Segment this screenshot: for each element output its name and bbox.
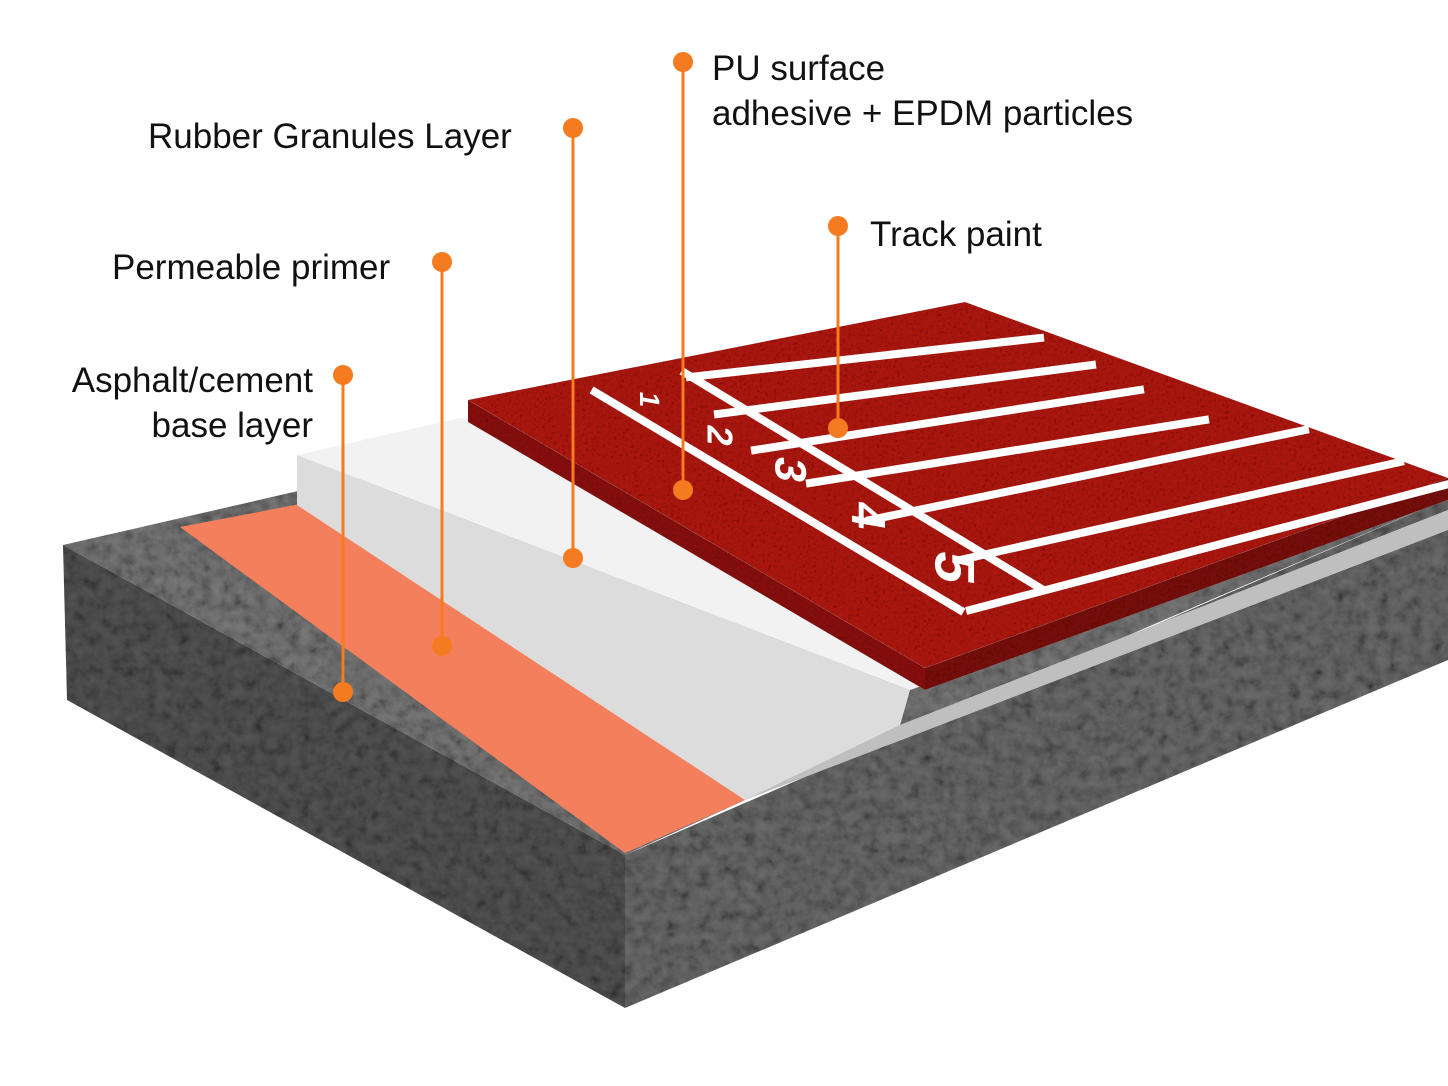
callout-dot [673, 480, 693, 500]
label-base-layer-line2: base layer [151, 406, 313, 445]
label-pu-surface: PU surface adhesive + EPDM particles [712, 46, 1133, 136]
lane-line [713, 360, 1097, 419]
lane-markings [589, 333, 1448, 616]
callout-dot [333, 365, 353, 385]
label-permeable-primer: Permeable primer [112, 248, 391, 287]
start-box-line [589, 386, 966, 616]
callout-dot [673, 52, 693, 72]
callout-rubber-granules [563, 118, 583, 568]
callout-track-paint [828, 216, 848, 438]
label-track-paint: Track paint [870, 215, 1042, 254]
label-pu-surface-line1: PU surface [712, 49, 886, 88]
lane-number-1: 1 [634, 389, 666, 410]
callout-dot [828, 216, 848, 236]
callout-base-layer [333, 365, 353, 702]
callout-dot [333, 682, 353, 702]
callout-dot [432, 252, 452, 272]
lane-line [750, 385, 1145, 455]
callout-dot [563, 118, 583, 138]
track-side [925, 478, 1448, 690]
lane-line [955, 457, 1405, 565]
permeable-primer-strip [180, 504, 745, 853]
lane-line [805, 415, 1210, 488]
label-rubber-granules: Rubber Granules Layer [148, 117, 512, 156]
callout-dot [563, 548, 583, 568]
rubber-granules-front [297, 455, 910, 800]
rubber-granules-side [745, 510, 1448, 800]
lane-line [865, 425, 1310, 525]
callouts [333, 52, 848, 702]
label-base-layer: Asphalt/cement base layer [48, 358, 313, 448]
callout-pu-surface [673, 52, 693, 500]
track-front [468, 400, 925, 690]
label-pu-surface-line2: adhesive + EPDM particles [712, 94, 1134, 133]
lane-line [965, 480, 1448, 615]
callout-dot [828, 418, 848, 438]
callout-permeable-primer [432, 252, 452, 656]
callout-dot [432, 636, 452, 656]
base-layer-side [625, 498, 1448, 1008]
base-layer-front [63, 545, 625, 1008]
lane-line [685, 333, 1045, 382]
label-base-layer-line1: Asphalt/cement [71, 361, 313, 400]
